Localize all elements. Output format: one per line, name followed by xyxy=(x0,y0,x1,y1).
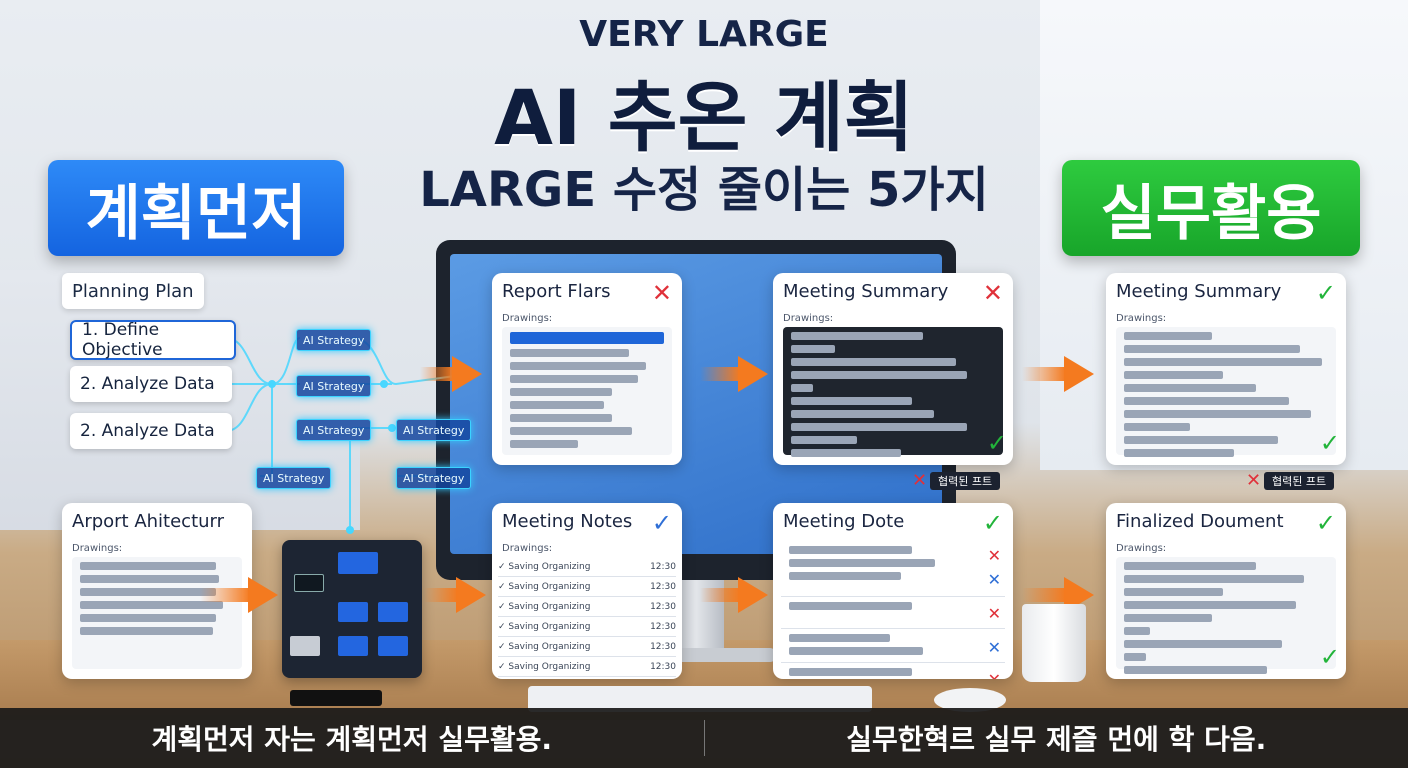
reject-x-icon: ✕ xyxy=(987,638,1001,657)
approve-check-icon: ✓ xyxy=(1319,429,1340,457)
status-tag: 협력된 프트 xyxy=(930,472,1001,490)
meeting-summary-card-final[interactable]: Meeting Summary ✓ Drawings: ✓ xyxy=(1106,273,1346,465)
code-row: ✕ xyxy=(781,668,1005,679)
status-tag: 협력된 프트 xyxy=(1264,472,1335,490)
check-icon: ✓ xyxy=(651,509,672,537)
ai-strategy-chip: AI Strategy xyxy=(396,419,472,441)
card-title: Meeting Dote xyxy=(783,511,905,532)
ai-strategy-chip: AI Strategy xyxy=(396,467,472,489)
flow-arrow xyxy=(248,577,278,613)
caption-bar: 계획먼저 자는 계획먼저 실무활용. 실무한혁르 실무 제즐 먼에 학 다음. xyxy=(0,708,1408,768)
meeting-notes-card[interactable]: Meeting Notes ✓ Drawings: ✓ Saving Organ… xyxy=(492,503,682,679)
plan-first-banner: 계획먼저 xyxy=(48,160,344,256)
document-lines xyxy=(502,327,672,455)
ai-strategy-chip: AI Strategy xyxy=(256,467,332,489)
meeting-dote-card[interactable]: Meeting Dote ✓ ✕ ✕ ✕ ✕ ✕ xyxy=(773,503,1013,679)
approve-check-icon: ✓ xyxy=(1315,509,1336,537)
keyboard xyxy=(528,686,872,712)
caption-right: 실무한혁르 실무 제즐 먼에 학 다음. xyxy=(846,723,1267,756)
airport-architecture-card[interactable]: Arport Ahitecturr Drawings: xyxy=(62,503,252,679)
smartphone xyxy=(290,690,382,706)
code-block xyxy=(1116,557,1336,674)
diagram-node xyxy=(338,602,368,622)
flow-arrow xyxy=(738,356,768,392)
practical-use-banner: 실무활용 xyxy=(1062,160,1360,256)
card-title: Finalized Doument xyxy=(1116,511,1284,532)
reject-x-icon: ✕ xyxy=(988,670,1001,679)
diagram-node xyxy=(290,636,320,656)
heading-line-3: LARGE 수정 줄이는 5가지 xyxy=(419,162,989,218)
report-flars-card[interactable]: Report Flars ✕ Drawings: xyxy=(492,273,682,465)
caption-divider xyxy=(703,720,705,756)
flow-arrow xyxy=(456,577,486,613)
reject-x-icon: ✕ xyxy=(987,546,1001,565)
card-title: Meeting Summary xyxy=(783,281,949,302)
reject-x-icon: ✕ xyxy=(1246,470,1262,491)
card-title: Arport Ahitecturr xyxy=(72,511,225,532)
flow-arrow xyxy=(700,367,740,381)
plan-step-analyze-data[interactable]: 2. Analyze Data xyxy=(70,366,232,402)
reject-x-icon: ✕ xyxy=(982,279,1003,307)
approve-check-icon: ✓ xyxy=(1315,279,1336,307)
ai-strategy-chip: AI Strategy xyxy=(296,329,372,351)
card-subtitle: Drawings: xyxy=(1116,543,1167,554)
approve-check-icon: ✓ xyxy=(1319,643,1340,671)
diagram-node xyxy=(378,636,408,656)
diagram-node xyxy=(294,574,324,592)
approve-check-icon: ✓ xyxy=(986,429,1007,457)
heading-line-1: VERY LARGE xyxy=(579,14,829,55)
flow-arrow xyxy=(1022,588,1066,602)
card-subtitle: Drawings: xyxy=(1116,313,1167,324)
code-row: ✕ xyxy=(781,602,1005,629)
finalized-document-card[interactable]: Finalized Doument ✓ Drawings: ✓ xyxy=(1106,503,1346,679)
diagram-node xyxy=(338,636,368,656)
caption-left: 계획먼저 자는 계획먼저 실무활용. xyxy=(151,723,553,756)
plan-step-analyze-data-2[interactable]: 2. Analyze Data xyxy=(70,413,232,449)
diagram-node xyxy=(338,552,378,574)
code-row: ✕ ✕ xyxy=(781,546,1005,597)
flow-arrow xyxy=(200,588,250,602)
flow-arrow xyxy=(1022,367,1066,381)
card-subtitle: Drawings: xyxy=(783,313,834,324)
card-title: Meeting Notes xyxy=(502,511,633,532)
flow-arrow xyxy=(452,356,482,392)
diagram-node xyxy=(378,602,408,622)
reject-x-icon: ✕ xyxy=(987,604,1001,623)
meeting-summary-card-draft[interactable]: Meeting Summary ✕ Drawings: ✓ xyxy=(773,273,1013,465)
card-subtitle: Drawings: xyxy=(72,543,123,554)
flow-arrow xyxy=(738,577,768,613)
card-title: Meeting Summary xyxy=(1116,281,1282,302)
heading-line-2: AI 추온 계획 xyxy=(494,73,914,162)
ai-strategy-chip: AI Strategy xyxy=(296,375,372,397)
code-block xyxy=(1116,327,1336,457)
flow-arrow xyxy=(424,588,458,602)
card-subtitle: Drawings: xyxy=(502,313,553,324)
card-title: Report Flars xyxy=(502,281,611,302)
checklist-lines xyxy=(72,557,242,669)
card-subtitle: Drawings: xyxy=(502,543,553,554)
reject-x-icon: ✕ xyxy=(651,279,672,307)
reject-x-icon: ✕ xyxy=(912,470,928,491)
planning-plan-title: Planning Plan xyxy=(62,273,204,309)
flow-diagram xyxy=(282,540,422,678)
code-row: ✕ xyxy=(781,634,1005,663)
coffee-mug xyxy=(1022,604,1086,682)
flow-arrow xyxy=(420,367,454,381)
ai-strategy-chip: AI Strategy xyxy=(296,419,372,441)
flow-arrow xyxy=(700,588,740,602)
plan-step-define-objective[interactable]: 1. Define Objective xyxy=(70,320,236,360)
approve-check-icon: ✓ xyxy=(982,509,1003,537)
flow-arrow xyxy=(1064,356,1094,392)
reject-x-icon: ✕ xyxy=(987,570,1001,589)
code-block xyxy=(783,327,1003,457)
